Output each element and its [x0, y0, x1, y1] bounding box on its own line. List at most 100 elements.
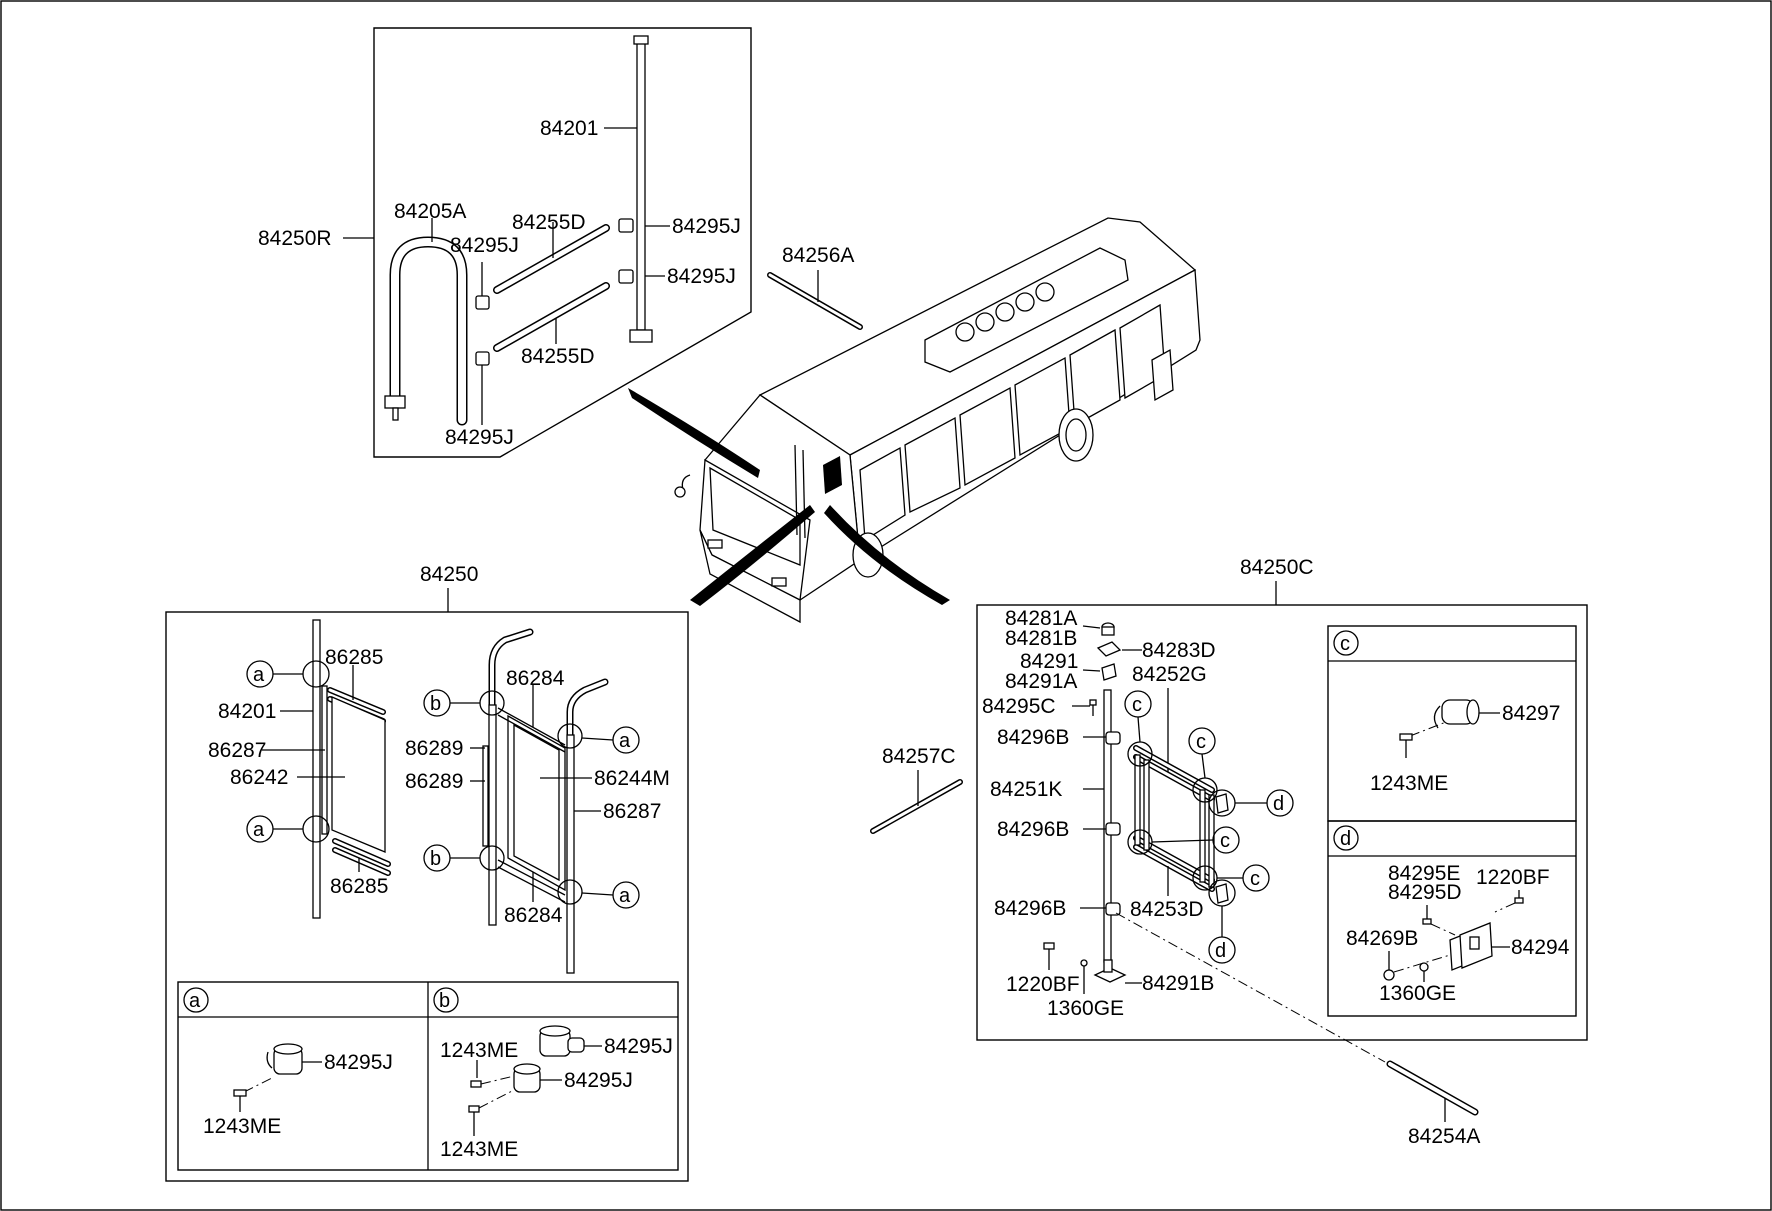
label-84250R: 84250R [258, 227, 332, 250]
detail-c: c 84297 1243ME [1327, 625, 1577, 822]
clamp-84295J-left-upper [475, 262, 490, 310]
label-84291: 84291 [1020, 650, 1078, 673]
label-84295J-detail-a: 84295J [324, 1051, 393, 1074]
label-84295D: 84295D [1388, 881, 1462, 904]
label-84255D-lower: 84255D [521, 345, 595, 368]
bus-illustration [628, 217, 1201, 624]
label-1360GE-detail-d: 1360GE [1379, 982, 1456, 1005]
clamp-84295J-left-lower [475, 351, 490, 425]
detail-ab-frame [177, 981, 679, 1171]
rod-84257C: 84257C [870, 745, 963, 834]
label-86284-bottom: 86284 [504, 904, 563, 927]
label-86287-left: 86287 [208, 739, 266, 762]
svg-text:a: a [253, 819, 265, 841]
detail-a: a 84295J 1243ME [183, 987, 393, 1138]
label-86285-top: 86285 [325, 646, 383, 669]
svg-text:c: c [1132, 694, 1142, 716]
svg-text:a: a [253, 664, 265, 686]
label-84295C: 84295C [982, 695, 1056, 718]
svg-text:a: a [619, 885, 631, 907]
label-84294: 84294 [1511, 936, 1570, 959]
svg-text:d: d [1215, 940, 1226, 962]
clamp-84295J-right-lower [618, 269, 665, 284]
label-86289-upper: 86289 [405, 737, 463, 760]
bar-86285-bottom [332, 838, 391, 876]
label-86284-top: 86284 [506, 667, 565, 690]
mount-84296B-lower [1080, 902, 1121, 916]
svg-text:d: d [1273, 793, 1284, 815]
label-84296B-upper: 84296B [997, 726, 1069, 749]
label-84251K: 84251K [990, 778, 1062, 801]
frame-84252G-84253D [1127, 741, 1236, 907]
label-1243ME-detail-c: 1243ME [1370, 772, 1448, 795]
label-86289-lower: 86289 [405, 770, 463, 793]
label-84295J-left-upper: 84295J [450, 234, 519, 257]
svg-text:b: b [439, 990, 450, 1012]
label-84295J-detail-b-lower: 84295J [564, 1069, 633, 1092]
label-84253D: 84253D [1130, 898, 1204, 921]
rod-84256A: 84256A [767, 244, 863, 330]
label-84295J-left-lower: 84295J [445, 426, 514, 449]
label-1243ME-detail-a: 1243ME [203, 1115, 281, 1138]
top-assembly: 84250R 84201 84205A 84255D 8 [258, 27, 752, 458]
label-84201-top: 84201 [540, 117, 598, 140]
svg-text:b: b [430, 848, 441, 870]
partition-right [482, 628, 609, 974]
frame-86287-left [321, 685, 328, 835]
label-84201-left: 84201 [218, 700, 276, 723]
svg-text:c: c [1220, 830, 1230, 852]
left-assembly: 84250 84201 a 86285 86287 86242 [165, 563, 689, 1182]
label-84252G: 84252G [1132, 663, 1207, 686]
mount-84296B-middle [1083, 822, 1121, 836]
label-84256A: 84256A [782, 244, 854, 267]
label-84281A: 84281A [1005, 607, 1077, 630]
label-86287-right: 86287 [603, 800, 661, 823]
label-84296B-lower: 84296B [994, 897, 1066, 920]
top-box-outline [373, 27, 752, 458]
label-84295E: 84295E [1388, 862, 1460, 885]
left-box-outline [165, 611, 689, 1182]
label-1360GE-right: 1360GE [1047, 997, 1124, 1020]
right-box-outline [976, 604, 1588, 1041]
label-84257C: 84257C [882, 745, 956, 768]
label-84281B: 84281B [1005, 627, 1077, 650]
svg-text:a: a [189, 990, 201, 1012]
bar-84255D-upper [493, 224, 610, 294]
label-84269B: 84269B [1346, 927, 1418, 950]
detail-b: b 84295J 84295J 1243ME 1243ME [433, 987, 673, 1161]
label-84250C: 84250C [1240, 556, 1314, 579]
pole-84201-left [312, 619, 321, 919]
label-84255D-upper: 84255D [512, 211, 586, 234]
label-84295J-detail-b-upper: 84295J [604, 1035, 673, 1058]
rod-84201 [629, 35, 653, 343]
clamp-84295J-right-upper [618, 218, 670, 233]
label-84205A: 84205A [394, 200, 466, 223]
label-84296B-middle: 84296B [997, 818, 1069, 841]
rod-84254A: 84254A [1115, 912, 1480, 1148]
glass-86242 [331, 696, 386, 853]
label-84295J-right-lower: 84295J [667, 265, 736, 288]
label-84283D: 84283D [1142, 639, 1216, 662]
label-86242: 86242 [230, 766, 288, 789]
svg-text:b: b [430, 693, 441, 715]
mount-84296B-upper [1083, 731, 1121, 745]
bar-84255D-lower [493, 282, 610, 352]
label-1220BF-detail-d: 1220BF [1476, 866, 1550, 889]
label-84254A: 84254A [1408, 1125, 1480, 1148]
detail-d: d 84295E 84295D 1220BF 84294 84269B 1360… [1327, 820, 1577, 1017]
label-86244M: 86244M [594, 767, 670, 790]
svg-text:d: d [1340, 828, 1351, 850]
svg-text:c: c [1196, 731, 1206, 753]
svg-text:c: c [1250, 868, 1260, 890]
label-84250: 84250 [420, 563, 478, 586]
svg-text:a: a [619, 730, 631, 752]
label-84297: 84297 [1502, 702, 1560, 725]
label-1220BF-right: 1220BF [1006, 973, 1080, 996]
label-86285-bottom: 86285 [330, 875, 388, 898]
label-1243ME-detail-b-lower: 1243ME [440, 1138, 518, 1161]
label-1243ME-detail-b-upper: 1243ME [440, 1039, 518, 1062]
right-assembly: 84250C 84251K 84281A 84281B 84283D 84291… [976, 556, 1588, 1041]
label-84291A: 84291A [1005, 670, 1077, 693]
